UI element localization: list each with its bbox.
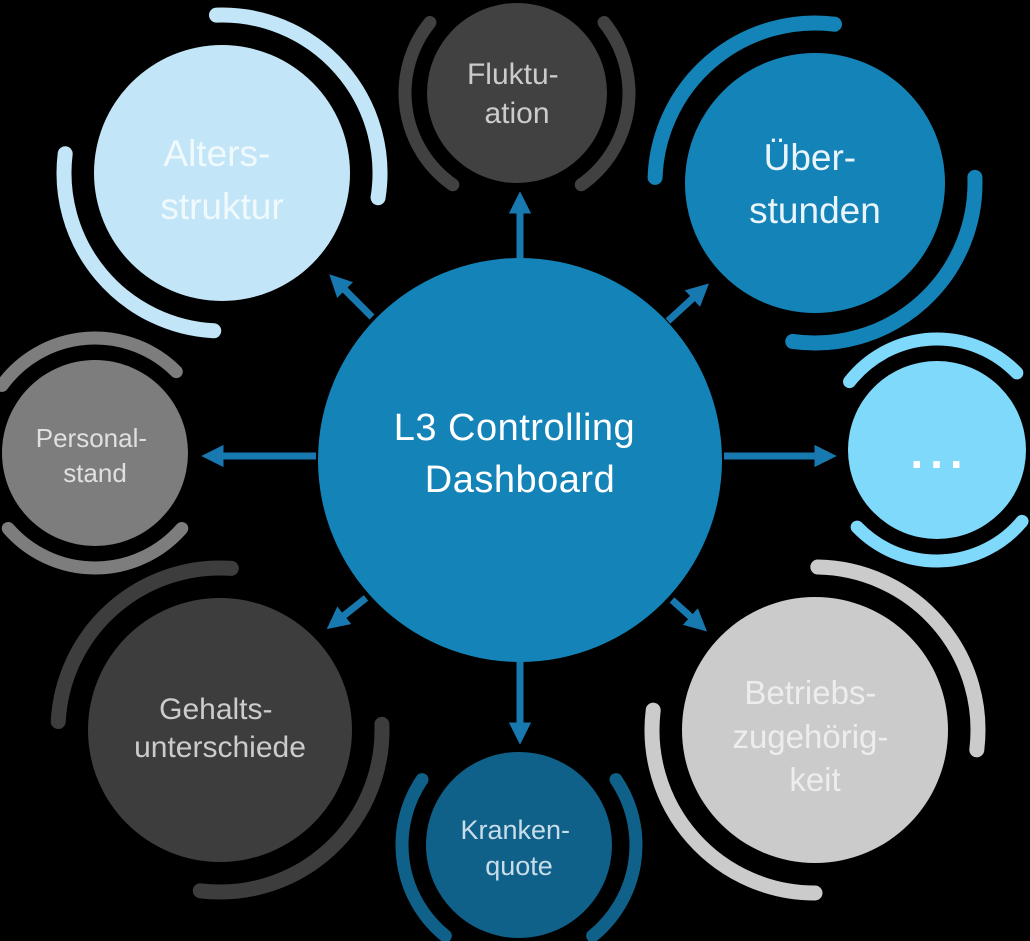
krankenquote-circle <box>426 752 612 938</box>
personalstand-circle <box>2 360 188 546</box>
krankenquote-arc-right <box>586 773 643 941</box>
weitere-circle <box>848 361 1026 539</box>
betriebszugehoerigkeit-arc-topright <box>810 559 986 758</box>
node-center-hub: L3 Controlling Dashboard <box>318 258 722 662</box>
fluktuation-arc-left <box>398 16 460 192</box>
node-fluktuation: Fluktu- ation <box>398 3 636 192</box>
arrow-to-altersstruktur <box>329 274 375 320</box>
fluktuation-label: Fluktu- ation <box>467 58 567 130</box>
gehaltsunterschiede-label: Gehalts- unterschiede <box>134 693 306 764</box>
ueberstunden-arc-topleft <box>647 15 842 185</box>
node-altersstruktur: Alters- struktur <box>56 7 388 339</box>
arrow-to-ueberstunden <box>665 283 709 324</box>
altersstruktur-circle <box>94 45 350 301</box>
personalstand-arc-bottom <box>1 521 189 575</box>
weitere-arc-top <box>843 332 1024 389</box>
betriebszugehoerigkeit-circle <box>682 597 948 863</box>
node-weitere: ... <box>843 332 1029 568</box>
personalstand-arc-top <box>0 331 183 392</box>
center-hub-label: L3 Controlling Dashboard <box>394 407 647 501</box>
ueberstunden-circle <box>685 53 945 313</box>
personalstand-label: Personal- stand <box>36 423 155 488</box>
betriebszugehoerigkeit-arc-bottomleft <box>644 702 823 901</box>
node-gehaltsunterschiede: Gehalts- unterschiede <box>50 560 390 900</box>
node-betriebszugehoerigkeit: Betriebs- zugehörig- keit <box>644 559 986 901</box>
arrow-to-betriebszugehoerigkeit <box>669 597 707 632</box>
ueberstunden-arc-bottomright <box>785 169 983 351</box>
fluktuation-circle <box>427 3 607 183</box>
fluktuation-arc-right <box>574 16 636 192</box>
weitere-label: ... <box>910 426 969 478</box>
krankenquote-label: Kranken- quote <box>460 815 577 881</box>
weitere-arc-bottom <box>850 514 1029 568</box>
ueberstunden-label: Über- stunden <box>749 137 881 231</box>
connector-arrows <box>201 191 837 745</box>
node-ueberstunden: Über- stunden <box>647 15 983 351</box>
gehaltsunterschiede-arc-bottomright <box>192 716 390 900</box>
arrow-to-gehaltsunterschiede <box>326 595 369 630</box>
gehaltsunterschiede-circle <box>88 598 352 862</box>
krankenquote-arc-left <box>395 773 452 941</box>
center-hub-circle <box>318 258 722 662</box>
node-personalstand: Personal- stand <box>0 331 189 575</box>
gehaltsunterschiede-arc-topleft <box>50 560 239 730</box>
altersstruktur-arc-bottomleft <box>56 146 222 339</box>
altersstruktur-arc-topright <box>208 7 388 206</box>
node-krankenquote: Kranken- quote <box>395 752 643 941</box>
altersstruktur-label: Alters- struktur <box>160 133 283 227</box>
betriebszugehoerigkeit-label: Betriebs- zugehörig- keit <box>732 674 897 798</box>
